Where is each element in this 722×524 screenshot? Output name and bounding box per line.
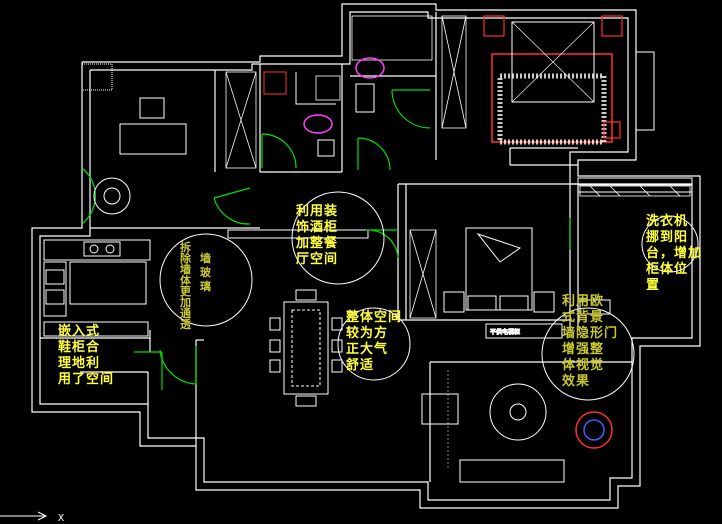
doors <box>81 89 571 390</box>
note-washer: 洗衣机 挪到阳 台，增加 柜体位 置 <box>646 214 703 293</box>
windows <box>227 51 693 315</box>
note-shoe-cabinet: 嵌入式 鞋柜合 理地利 用了空间 <box>58 324 115 387</box>
note-tv-wall: 利用欧 式背景 墙隐形门 增强整 体视觉 效果 <box>562 294 619 389</box>
study-furniture <box>81 63 187 215</box>
kitchen-fixtures <box>43 239 151 337</box>
note-wall-removal: 拆 除 墙 体 更 加 通 透 <box>180 241 192 331</box>
walls <box>31 3 701 509</box>
wardrobes <box>225 15 691 319</box>
bathroom-fixtures <box>263 57 385 157</box>
dining-table <box>269 289 343 407</box>
axis-indicator <box>0 511 48 521</box>
annotation-circles <box>159 191 699 401</box>
living-room-furniture <box>421 370 613 483</box>
note-wall-glass: 墙 玻 璃 <box>200 252 212 293</box>
master-bed <box>483 15 623 145</box>
second-bed: 平供电视柜 <box>443 227 563 339</box>
axis-label: X <box>58 513 64 524</box>
tv-cabinet-label: 平供电视柜 <box>490 328 520 336</box>
note-dining-space: 整体空间 较为方 正大气 舒适 <box>346 310 403 373</box>
note-wine-cabinet: 利用装 饰酒柜 加整餐 厅空间 <box>296 204 339 267</box>
